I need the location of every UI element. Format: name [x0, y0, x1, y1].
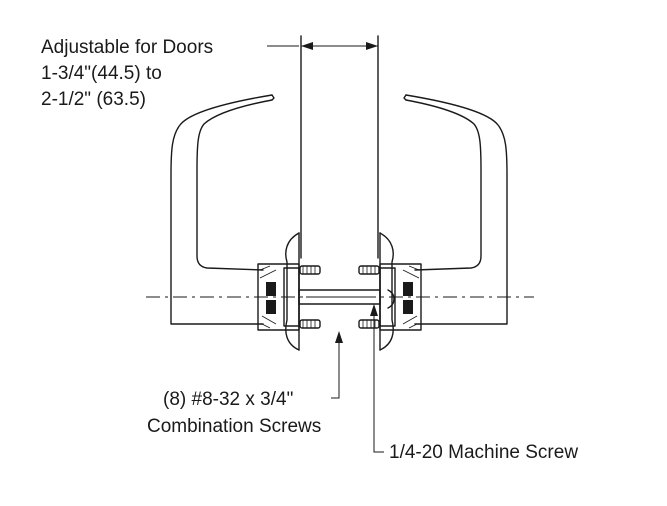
door-range-label-line2: 1-3/4"(44.5) to — [41, 63, 162, 84]
leader-arrow-icon — [335, 331, 343, 343]
door-thickness-dimension — [267, 35, 379, 259]
machine-screw-label: 1/4-20 Machine Screw — [389, 442, 579, 463]
screws-label-line1: (8) #8-32 x 3/4" — [163, 389, 294, 410]
left-lever-handle — [170, 94, 275, 325]
screws-leader — [331, 331, 343, 399]
arrow-left-icon — [301, 42, 313, 50]
combination-screws-left — [299, 265, 321, 329]
left-rose — [285, 232, 300, 351]
arrow-right-icon — [366, 42, 378, 50]
right-lever-handle — [403, 94, 508, 325]
door-range-label-line3: 2-1/2" (63.5) — [41, 89, 146, 110]
door-range-label-line1: Adjustable for Doors — [41, 37, 214, 58]
leader-arrow-icon — [370, 304, 378, 316]
machine-screw-leader — [370, 304, 384, 453]
combination-screws-right — [358, 265, 380, 329]
screws-label-line2: Combination Screws — [147, 416, 322, 437]
